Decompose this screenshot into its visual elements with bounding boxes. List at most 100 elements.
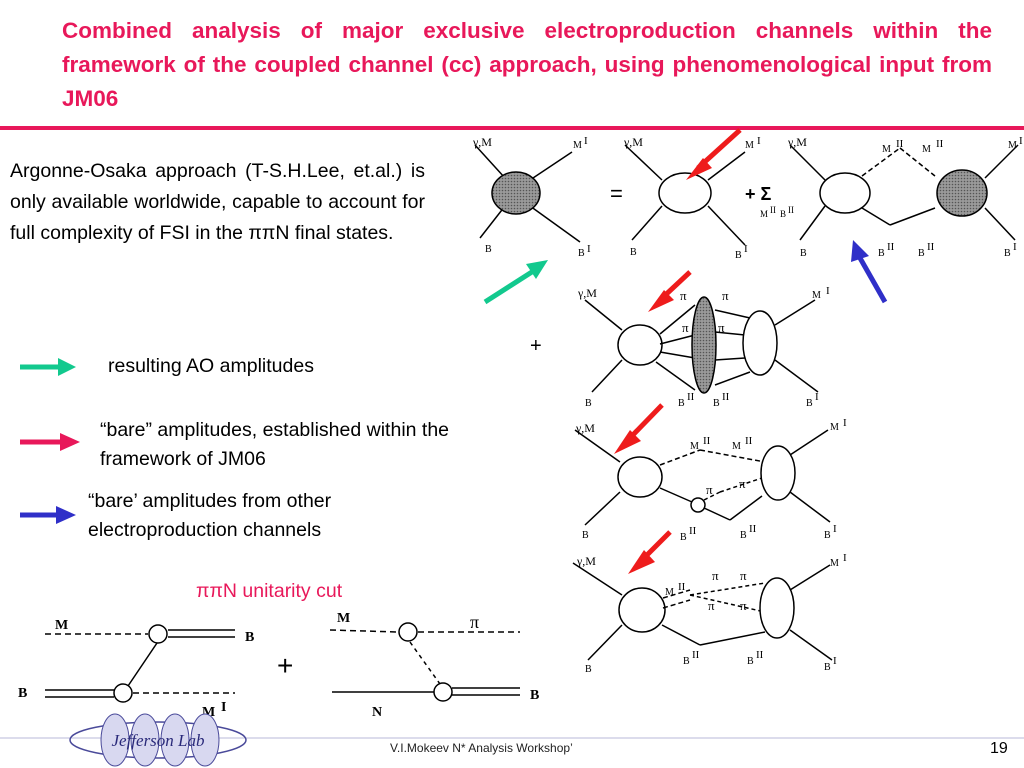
diagram-mb-pi-delta	[574, 429, 831, 526]
logo-text: Jefferson Lab	[111, 731, 204, 750]
equals-sign: =	[610, 181, 623, 206]
sum-sub-m: M	[760, 209, 768, 219]
label-bii-1: B	[878, 248, 885, 259]
label-bii-7: B	[683, 656, 690, 667]
diagram-bare-amplitude	[624, 144, 746, 246]
diagram-two-pion-rescattering	[584, 296, 819, 394]
unitarity-label-b-2: B	[18, 686, 27, 701]
label-sup-i-8: I	[815, 391, 819, 403]
legend-arrow-red	[20, 433, 80, 451]
label-pi-1: π	[680, 288, 687, 303]
label-sup-ii-12: II	[692, 649, 700, 661]
label-m-3: M	[1008, 140, 1017, 151]
label-m-2: M	[745, 140, 754, 151]
label-b-2: B	[630, 247, 637, 258]
label-sup-i-7: I	[826, 285, 830, 297]
diagram-mb-pi-pi	[572, 562, 833, 661]
label-sup-ii-13: II	[756, 649, 764, 661]
label-m-1: M	[573, 140, 582, 151]
page-number: 19	[990, 740, 1008, 757]
label-sup-i-5: I	[1019, 135, 1023, 147]
label-sup-ii-11: II	[678, 581, 686, 593]
label-pi-2: π	[722, 288, 729, 303]
label-sup-ii-8: II	[745, 435, 753, 447]
label-b-5: B	[582, 530, 589, 541]
label-sup-ii-9: II	[689, 525, 697, 537]
label-pi-5: π	[706, 482, 713, 497]
unitarity-label-m-1: M	[55, 618, 68, 633]
unitarity-label-b-3: B	[530, 688, 539, 703]
label-bii-3: B	[678, 398, 685, 409]
label-sup-i-11: I	[843, 552, 847, 564]
diagram-rescattering-mb	[789, 144, 1019, 241]
red-arrow-row2	[648, 270, 692, 312]
label-sup-ii-5: II	[687, 391, 695, 403]
title-divider	[0, 126, 1024, 130]
sum-sub-b: B	[780, 209, 786, 219]
label-gamma-m-4: γ,M	[577, 286, 597, 300]
label-sup-ii-10: II	[749, 523, 757, 535]
label-gamma-m-6: γ,M	[576, 554, 596, 568]
jefferson-lab-logo: Jefferson Lab	[69, 713, 247, 767]
unitarity-label-n: N	[372, 705, 382, 720]
unitarity-cut-title: ππN unitarity cut	[196, 580, 343, 602]
unitarity-label-sup-i: I	[221, 700, 226, 715]
label-bii-2: B	[918, 248, 925, 259]
label-sup-ii-1: II	[896, 138, 904, 150]
unitarity-diagram-1	[45, 624, 235, 703]
label-bi-3: B	[1004, 248, 1011, 259]
label-mii-5: M	[665, 587, 674, 598]
label-b-6: B	[585, 664, 592, 675]
label-b-3: B	[800, 248, 807, 259]
label-bii-4: B	[713, 398, 720, 409]
label-sup-i-6: I	[1013, 241, 1017, 253]
label-m-6: M	[830, 558, 839, 569]
sum-sub-sup-ii-1: II	[770, 205, 776, 215]
label-pi-6: π	[739, 476, 746, 491]
label-bi-4: B	[806, 398, 813, 409]
label-m-5: M	[830, 422, 839, 433]
label-gamma-m-3: γ,M	[787, 135, 807, 149]
label-sup-ii-2: II	[936, 138, 944, 150]
blue-arrow-other	[851, 240, 888, 304]
label-sup-i-10: I	[833, 523, 837, 535]
label-pi-8: π	[740, 568, 747, 583]
label-m-4: M	[812, 290, 821, 301]
teal-arrow-result	[483, 260, 548, 305]
label-sup-i-12: I	[833, 655, 837, 667]
slide-title: Combined analysis of major exclusive ele…	[62, 18, 992, 111]
label-mii-1: M	[882, 144, 891, 155]
plus-sigma: + Σ	[745, 184, 772, 204]
label-sup-i-9: I	[843, 417, 847, 429]
label-gamma-m-1: γ,M	[472, 135, 492, 149]
plus-sign-row2: +	[530, 335, 542, 357]
legend-label-bare-jm06: “bare” amplitudes, established within th…	[100, 419, 450, 470]
label-sup-ii-6: II	[722, 391, 730, 403]
label-sup-i-4: I	[744, 243, 748, 255]
label-sup-i-1: I	[584, 135, 588, 147]
label-b-1: B	[485, 244, 492, 255]
footer-author: V.I.Mokeev N* Analysis Workshop’	[390, 741, 573, 755]
label-gamma-m-2: γ,M	[623, 135, 643, 149]
label-bi-2: B	[735, 250, 742, 261]
label-bi-6: B	[824, 662, 831, 673]
argonne-osaka-description: Argonne-Osaka approach (T-S.H.Lee, et.al…	[10, 160, 425, 244]
diagram-full-amplitude	[474, 144, 581, 243]
label-mii-3: M	[690, 441, 699, 452]
label-pi-9: π	[708, 598, 715, 613]
red-arrow-bare-top	[686, 128, 742, 180]
label-sup-ii-7: II	[703, 435, 711, 447]
label-bi-1: B	[578, 248, 585, 259]
label-mii-4: M	[732, 441, 741, 452]
unitarity-label-pi: π	[470, 612, 479, 632]
label-gamma-m-5: γ,M	[575, 421, 595, 435]
legend-label-ao: resulting AO amplitudes	[108, 355, 314, 377]
unitarity-plus-sign: +	[277, 650, 293, 681]
label-bii-6: B	[740, 530, 747, 541]
unitarity-label-b-1: B	[245, 630, 254, 645]
label-sup-ii-4: II	[927, 241, 935, 253]
label-mii-2: M	[922, 144, 931, 155]
label-bii-8: B	[747, 656, 754, 667]
label-pi-3: π	[682, 320, 689, 335]
